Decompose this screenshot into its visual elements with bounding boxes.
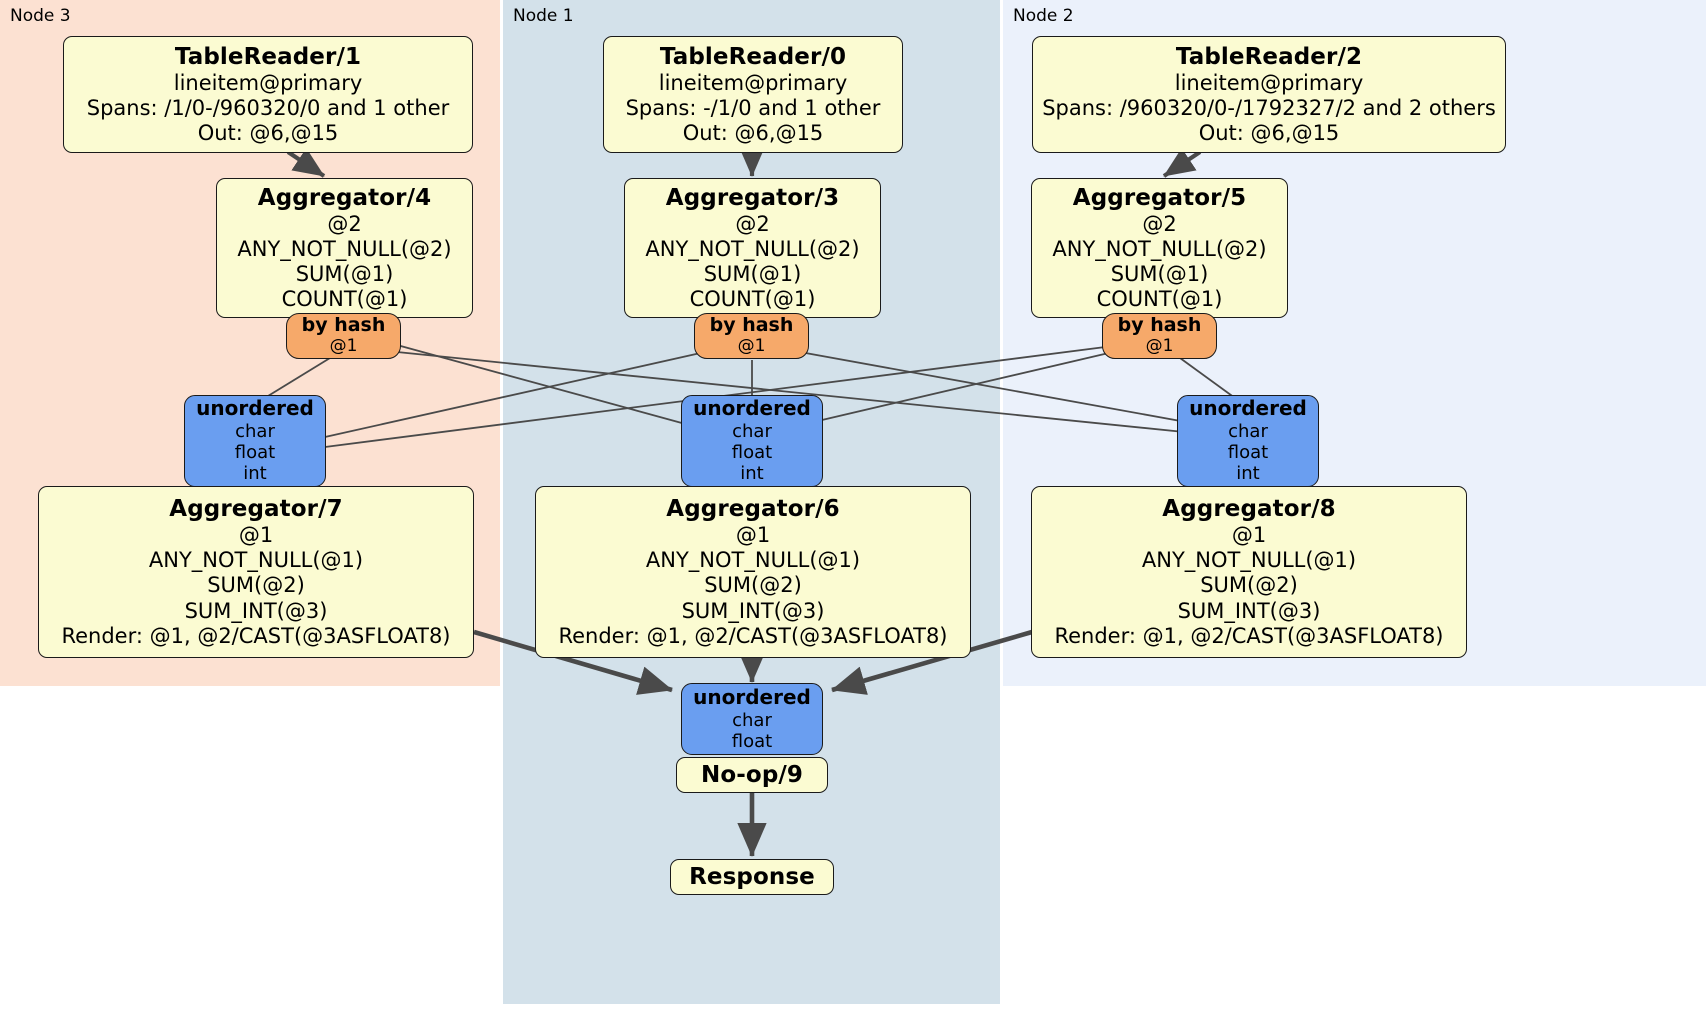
processor-aggregator-3[interactable]: Aggregator/3 @2 ANY_NOT_NULL(@2) SUM(@1)… [624,178,881,318]
processor-line: SUM(@1) [1110,262,1209,287]
processor-line: ANY_NOT_NULL(@2) [237,236,452,261]
synchronizer-line: float [731,442,773,464]
synchronizer-unordered-center[interactable]: unordered char float int [681,395,823,487]
synchronizer-line: int [243,463,267,485]
processor-line: SUM_INT(@3) [1177,598,1321,623]
processor-title: No-op/9 [701,761,803,788]
processor-aggregator-8[interactable]: Aggregator/8 @1 ANY_NOT_NULL(@1) SUM(@2)… [1031,486,1467,658]
processor-title: TableReader/2 [1175,43,1363,70]
processor-line: SUM(@2) [704,573,802,598]
processor-line: lineitem@primary [658,70,848,95]
processor-title: TableReader/1 [174,43,362,70]
processor-line: Spans: /1/0-/960320/0 and 1 other [86,95,450,120]
processor-line: Spans: /960320/0-/1792327/2 and 2 others [1042,95,1496,120]
synchronizer-title: unordered [693,396,811,421]
synchronizer-unordered-left[interactable]: unordered char float int [184,395,326,487]
processor-aggregator-5[interactable]: Aggregator/5 @2 ANY_NOT_NULL(@2) SUM(@1)… [1031,178,1288,318]
node-panel-label-node1: Node 1 [513,6,574,26]
synchronizer-line: float [234,442,276,464]
processor-line: Out: @6,@15 [682,121,824,146]
processor-line: SUM(@2) [207,573,305,598]
node-panel-label-node3: Node 3 [10,6,71,26]
processor-line: COUNT(@1) [1096,287,1223,312]
processor-line: Render: @1, @2/CAST(@3ASFLOAT8) [558,623,948,648]
router-line: @1 [1145,336,1174,357]
processor-title: Aggregator/7 [169,496,343,522]
router-line: @1 [329,336,358,357]
processor-tablereader-1[interactable]: TableReader/1 lineitem@primary Spans: /1… [63,36,473,153]
synchronizer-unordered-right[interactable]: unordered char float int [1177,395,1319,487]
router-title: by hash [709,314,794,337]
processor-title: Aggregator/8 [1162,496,1336,522]
synchronizer-line: char [1228,420,1268,442]
processor-line: SUM_INT(@3) [184,598,328,623]
processor-line: SUM(@1) [295,262,394,287]
synchronizer-line: float [731,730,773,752]
synchronizer-line: int [1236,463,1260,485]
processor-line: lineitem@primary [1174,70,1364,95]
synchronizer-title: unordered [693,684,811,709]
processor-line: COUNT(@1) [689,287,816,312]
processor-line: @2 [735,211,770,236]
processor-line: Out: @6,@15 [197,121,339,146]
processor-line: ANY_NOT_NULL(@1) [148,548,364,573]
processor-line: SUM(@1) [703,262,802,287]
processor-line: ANY_NOT_NULL(@1) [1141,548,1357,573]
processor-line: @2 [1142,211,1177,236]
processor-aggregator-4[interactable]: Aggregator/4 @2 ANY_NOT_NULL(@2) SUM(@1)… [216,178,473,318]
processor-title: Response [689,863,815,890]
router-by-hash-left[interactable]: by hash @1 [286,313,401,359]
synchronizer-title: unordered [196,396,314,421]
node-panel-label-node2: Node 2 [1013,6,1074,26]
processor-noop-9[interactable]: No-op/9 [676,757,828,793]
processor-line: Spans: -/1/0 and 1 other [625,95,881,120]
processor-aggregator-7[interactable]: Aggregator/7 @1 ANY_NOT_NULL(@1) SUM(@2)… [38,486,474,658]
processor-line: @1 [1231,523,1267,548]
synchronizer-unordered-final[interactable]: unordered char float [681,683,823,755]
processor-title: TableReader/0 [659,43,847,70]
processor-line: Render: @1, @2/CAST(@3ASFLOAT8) [1054,623,1444,648]
synchronizer-line: float [1227,442,1269,464]
synchronizer-line: int [740,463,764,485]
processor-tablereader-2[interactable]: TableReader/2 lineitem@primary Spans: /9… [1032,36,1506,153]
processor-line: Render: @1, @2/CAST(@3ASFLOAT8) [61,623,451,648]
processor-title: Aggregator/4 [257,184,432,211]
processor-line: SUM(@2) [1200,573,1298,598]
synchronizer-line: char [732,420,772,442]
router-title: by hash [301,314,386,337]
processor-line: ANY_NOT_NULL(@2) [1052,236,1267,261]
processor-line: @1 [735,523,771,548]
synchronizer-title: unordered [1189,396,1307,421]
processor-aggregator-6[interactable]: Aggregator/6 @1 ANY_NOT_NULL(@1) SUM(@2)… [535,486,971,658]
processor-line: @1 [238,523,274,548]
processor-line: Out: @6,@15 [1198,121,1340,146]
processor-line: @2 [327,211,362,236]
processor-line: COUNT(@1) [281,287,408,312]
router-by-hash-right[interactable]: by hash @1 [1102,313,1217,359]
processor-line: lineitem@primary [173,70,363,95]
router-title: by hash [1117,314,1202,337]
synchronizer-line: char [732,709,772,731]
processor-response[interactable]: Response [670,859,834,895]
router-line: @1 [737,336,766,357]
processor-tablereader-0[interactable]: TableReader/0 lineitem@primary Spans: -/… [603,36,903,153]
processor-line: ANY_NOT_NULL(@1) [645,548,861,573]
synchronizer-line: char [235,420,275,442]
processor-line: ANY_NOT_NULL(@2) [645,236,860,261]
processor-line: SUM_INT(@3) [681,598,825,623]
processor-title: Aggregator/6 [666,496,840,522]
router-by-hash-center[interactable]: by hash @1 [694,313,809,359]
processor-title: Aggregator/5 [1072,184,1247,211]
processor-title: Aggregator/3 [665,184,840,211]
